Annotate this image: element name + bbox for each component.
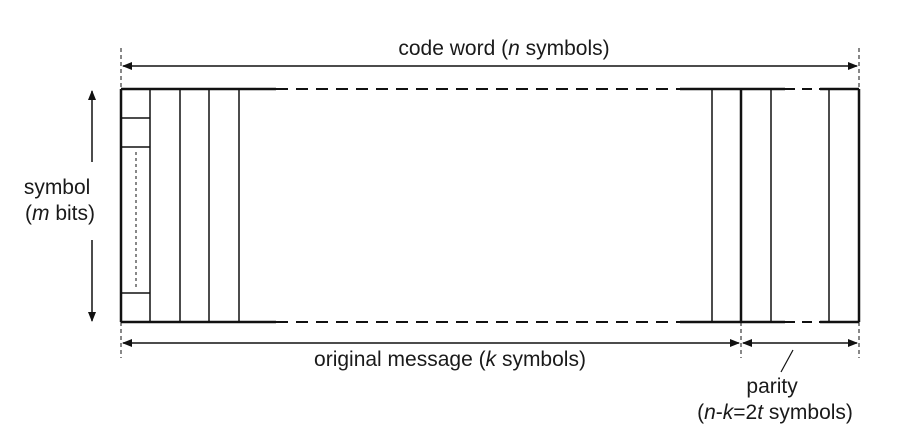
parity-label: parity (n-k=2t symbols) [697, 375, 853, 424]
code-word-label: code word (n symbols) [398, 37, 609, 60]
codeword-block [119, 87, 861, 324]
symbol-label: symbol (m bits) [24, 176, 96, 225]
parity-leader-line [780, 349, 794, 373]
original-message-label: original message (k symbols) [314, 348, 586, 371]
